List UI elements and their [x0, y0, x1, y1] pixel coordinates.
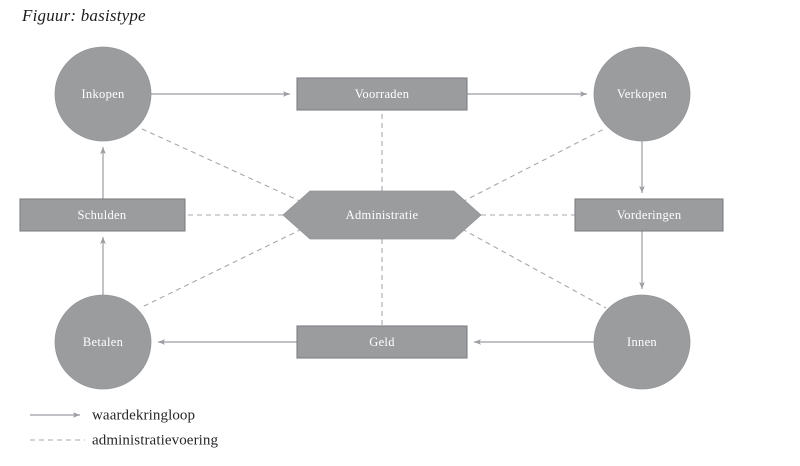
node-vorderingen-label: Vorderingen [617, 208, 682, 222]
figure-title: Figuur: basistype [22, 6, 146, 25]
edge-admin-verkopen [461, 127, 607, 203]
node-administratie[interactable]: Administratie [282, 190, 482, 240]
legend: waardekringloop administratievoering [30, 407, 219, 448]
node-verkopen-shape [593, 46, 691, 142]
node-schulden[interactable]: Schulden [19, 198, 186, 232]
node-betalen[interactable]: Betalen [54, 294, 152, 390]
node-inkopen-label: Inkopen [81, 87, 125, 101]
node-verkopen[interactable]: Verkopen [593, 46, 691, 142]
node-betalen-shape [54, 294, 152, 390]
node-geld-label: Geld [369, 335, 395, 349]
node-administratie-label: Administratie [346, 208, 419, 222]
node-group: Inkopen Voorraden Verkopen Schulden Admi… [19, 46, 724, 390]
node-inkopen[interactable]: Inkopen [54, 46, 152, 142]
legend-item-administratievoering: administratievoering [30, 432, 219, 448]
node-geld[interactable]: Geld [296, 325, 468, 359]
edge-admin-innen [461, 228, 607, 309]
node-inkopen-shape [54, 46, 152, 142]
node-betalen-label: Betalen [83, 335, 124, 349]
node-voorraden[interactable]: Voorraden [296, 77, 468, 111]
node-innen[interactable]: Innen [593, 294, 691, 390]
node-vorderingen[interactable]: Vorderingen [574, 198, 724, 232]
edge-admin-betalen [139, 228, 303, 309]
node-voorraden-shape [296, 77, 468, 111]
node-verkopen-label: Verkopen [617, 87, 668, 101]
node-voorraden-label: Voorraden [355, 87, 410, 101]
legend-item-waardekringloop: waardekringloop [30, 407, 195, 423]
edge-admin-inkopen [139, 127, 303, 203]
legend-label-administratievoering: administratievoering [92, 432, 219, 448]
node-schulden-label: Schulden [78, 208, 127, 222]
node-administratie-shape [282, 190, 482, 240]
node-schulden-shape [19, 198, 186, 232]
node-geld-shape [296, 325, 468, 359]
node-innen-shape [593, 294, 691, 390]
node-vorderingen-shape [574, 198, 724, 232]
legend-label-waardekringloop: waardekringloop [92, 407, 195, 423]
node-innen-label: Innen [627, 335, 657, 349]
